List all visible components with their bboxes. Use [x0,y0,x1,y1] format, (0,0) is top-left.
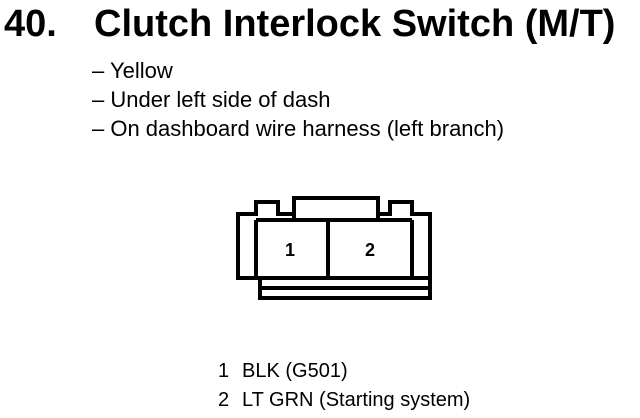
section-title: Clutch Interlock Switch (M/T) [94,3,616,45]
page-title: 40. Clutch Interlock Switch (M/T) [4,2,615,46]
pin-list: 1 BLK (G501) 2 LT GRN (Starting system) [218,357,470,415]
detail-list: – Yellow – Under left side of dash – On … [92,56,504,143]
pin-number: 2 [218,389,230,411]
connector-latch [292,196,380,222]
cavity-label-1: 1 [285,240,295,260]
detail-location: – Under left side of dash [92,87,331,112]
connector-housing [236,196,432,300]
detail-color: – Yellow [92,58,173,83]
pin-number: 1 [218,360,230,382]
cavity-label-2: 2 [365,240,375,260]
pin-row: 1 BLK (G501) [218,357,470,386]
detail-harness: – On dashboard wire harness (left branch… [92,116,505,141]
pin-description: BLK (G501) [242,360,348,382]
pin-row: 2 LT GRN (Starting system) [218,386,470,415]
section-number: 40. [4,3,57,45]
pin-description: LT GRN (Starting system) [242,389,471,411]
connector-diagram: 1 2 [236,196,432,300]
